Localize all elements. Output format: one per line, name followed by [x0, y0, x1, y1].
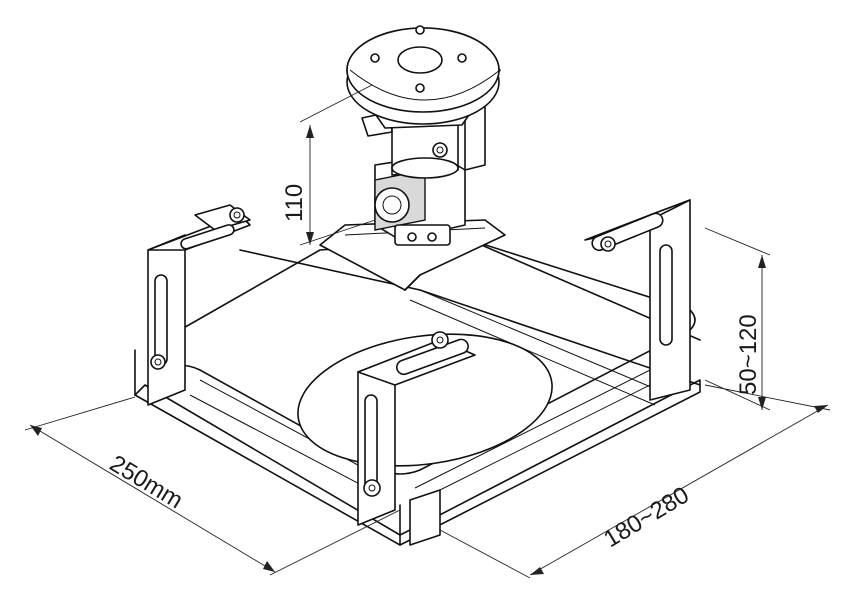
height-label: 110 [281, 184, 308, 222]
width-label: 250mm [105, 450, 188, 514]
side-label: 50~120 [735, 314, 762, 395]
dimension-side: 50~120 [704, 227, 771, 411]
dimension-height: 110 [281, 84, 376, 246]
right-side-bracket [584, 199, 691, 401]
column [361, 87, 486, 179]
front-bracket [357, 331, 476, 546]
left-side-bracket [147, 204, 251, 406]
depth-label: 180~280 [599, 482, 694, 554]
ceiling-flange [346, 25, 501, 129]
